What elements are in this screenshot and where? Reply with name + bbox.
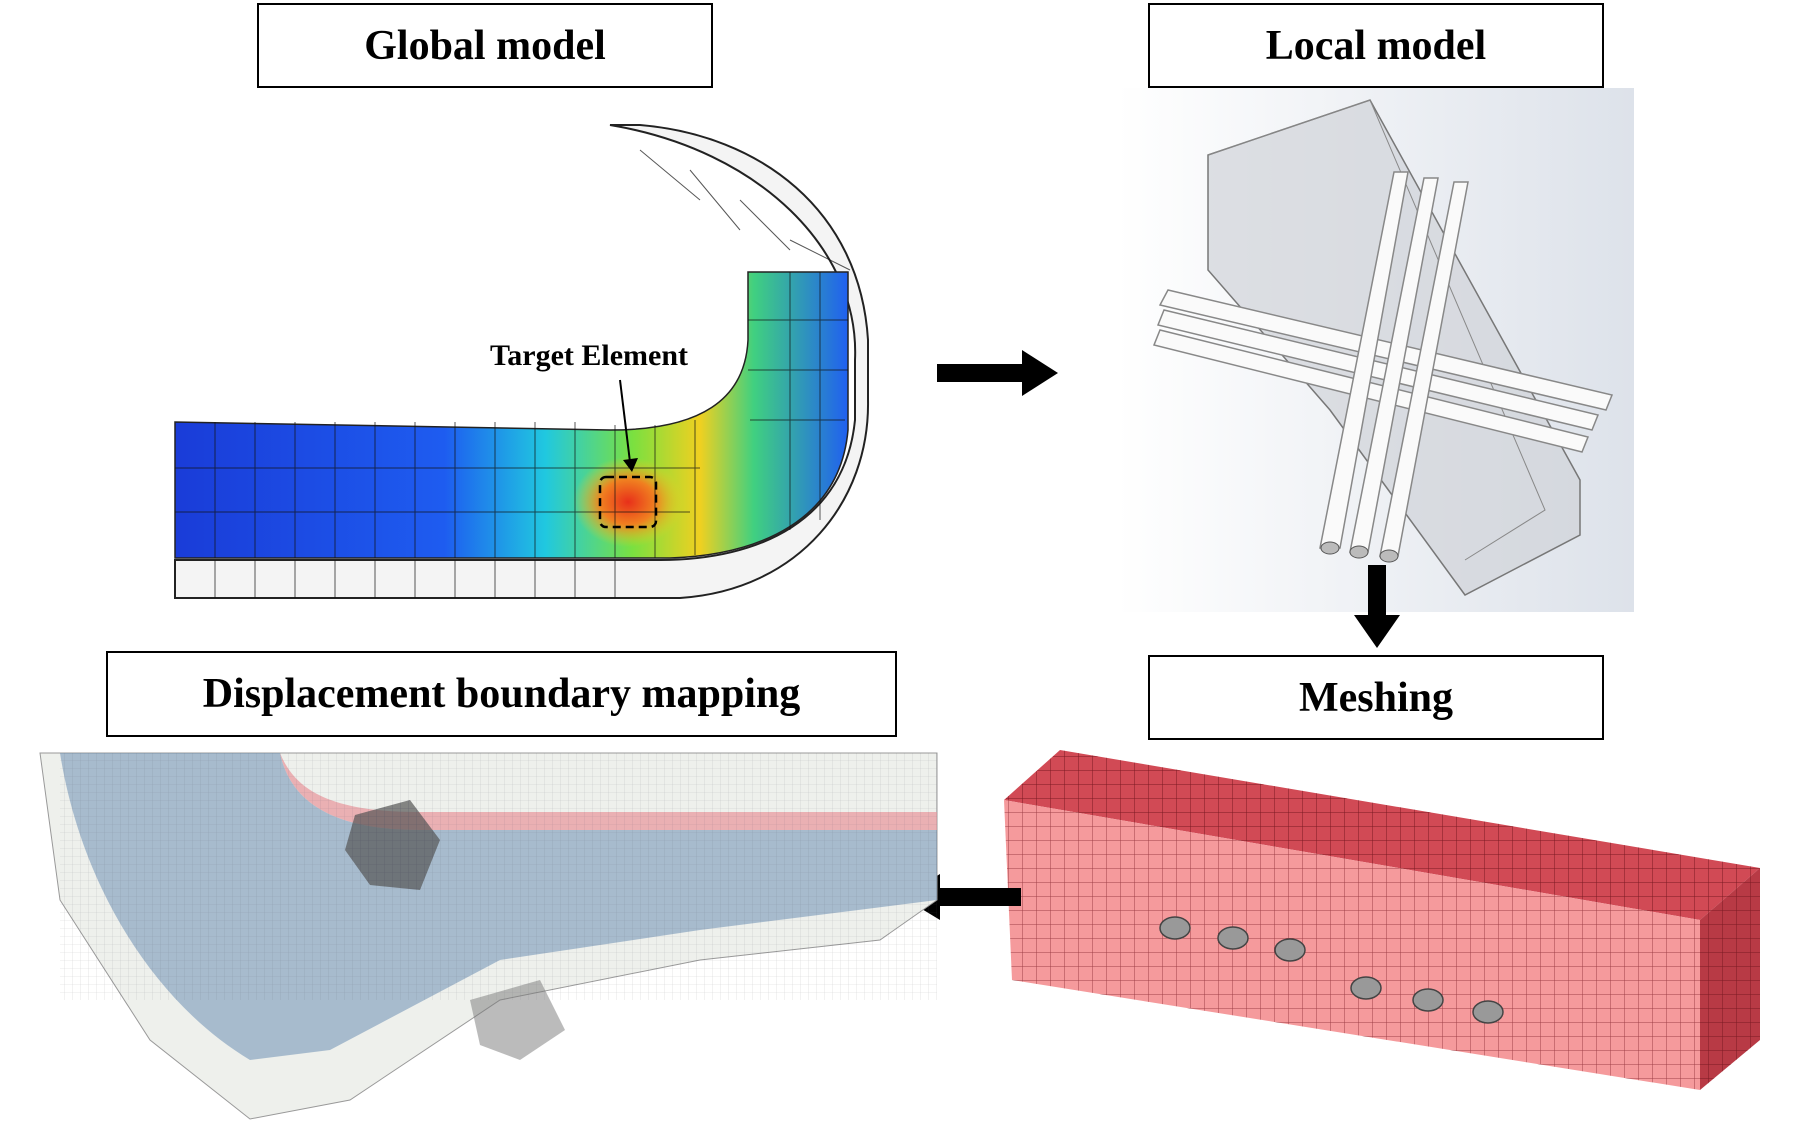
target-element-label: Target Element [490,339,688,372]
arrow-right-icon [937,350,1058,396]
displacement-mapping-image [39,752,938,1120]
global-model-title: Global model [257,3,713,88]
local-model-title: Local model [1148,3,1604,88]
target-element-marker [598,475,658,529]
target-pointer-line [619,379,631,463]
arrow-down-icon [1354,565,1400,648]
displacement-mapping-title: Displacement boundary mapping [106,651,897,737]
meshing-title: Meshing [1148,655,1604,740]
global-model-image: Target Element [174,124,870,599]
local-model-image [1117,88,1634,612]
meshing-image [1004,750,1760,1090]
